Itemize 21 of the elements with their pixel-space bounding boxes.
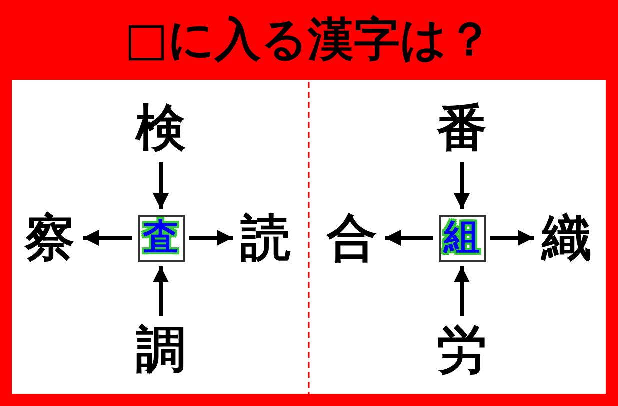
answer-box — [438, 214, 486, 262]
arrow — [153, 162, 169, 210]
arrow — [454, 162, 470, 210]
kanji: 読 — [241, 213, 291, 263]
kanji: 織 — [542, 213, 592, 263]
kanji: 労 — [437, 325, 487, 375]
arrow — [490, 230, 534, 246]
arrow — [454, 266, 470, 316]
arrow — [190, 230, 233, 246]
arrow — [83, 230, 132, 246]
arrow — [385, 230, 434, 246]
kanji: 査 — [143, 220, 179, 256]
kanji: 組 — [444, 220, 480, 256]
kanji: 検 — [136, 103, 186, 153]
kanji: 番 — [437, 103, 487, 153]
kanji: 調 — [136, 325, 186, 375]
answer-box — [138, 214, 184, 262]
title: □に入る漢字は？ — [124, 11, 494, 68]
kanji: 察 — [25, 213, 75, 263]
arrow — [153, 266, 169, 316]
kanji: 合 — [327, 213, 377, 263]
